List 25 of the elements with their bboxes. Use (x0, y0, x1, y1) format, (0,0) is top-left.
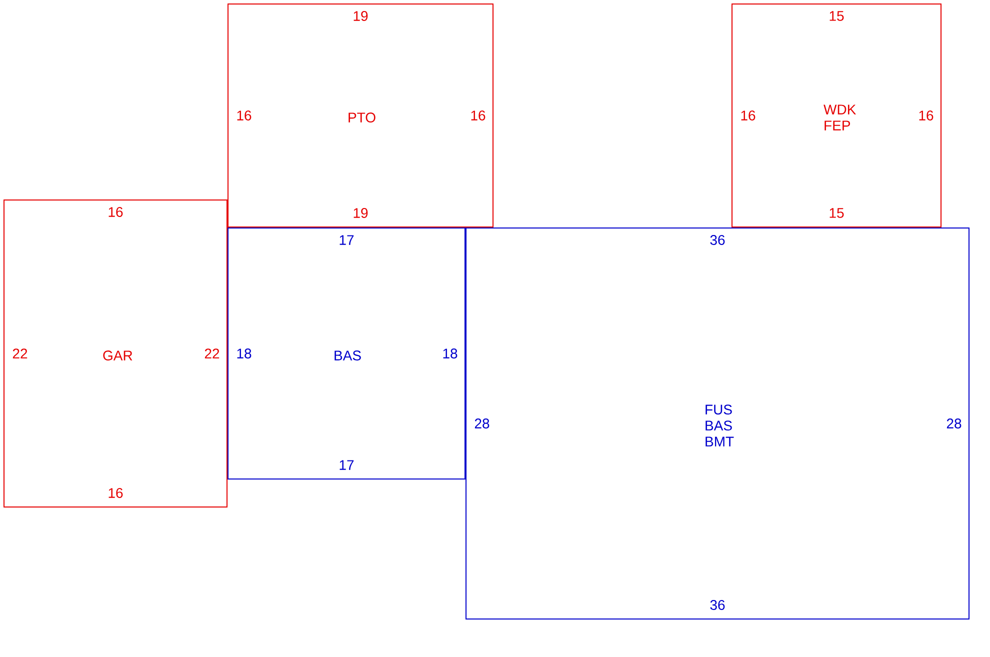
dimension-label: 36 (710, 600, 725, 610)
dimension-label: 16 (108, 207, 123, 217)
dimension-label: 16 (741, 110, 756, 120)
dimension-label: 28 (946, 418, 962, 428)
dimension-label: 16 (471, 110, 486, 120)
dimension-label: 16 (919, 110, 934, 120)
dimension-label: 18 (237, 348, 252, 358)
dimension-label: 19 (354, 208, 368, 218)
dimension-label: 28 (474, 418, 490, 428)
dimension-label: 22 (204, 348, 220, 358)
dimension-label: 22 (12, 348, 28, 358)
area-name: WDK FEP (824, 104, 856, 130)
dimension-label: 16 (108, 488, 123, 498)
area-name: GAR (103, 350, 132, 360)
dimension-label: 16 (237, 110, 252, 120)
dimension-label: 36 (710, 235, 725, 245)
dimension-label: 17 (340, 235, 354, 245)
dimension-label: 18 (443, 348, 458, 358)
dimension-label: 15 (830, 208, 844, 218)
area-name: FUS BAS BMT (706, 404, 734, 446)
dimension-label: 17 (340, 460, 354, 470)
dimension-label: 19 (354, 11, 368, 21)
dimension-label: 15 (830, 11, 844, 21)
area-name: BAS (334, 350, 361, 360)
area-name: PTO (348, 112, 376, 122)
